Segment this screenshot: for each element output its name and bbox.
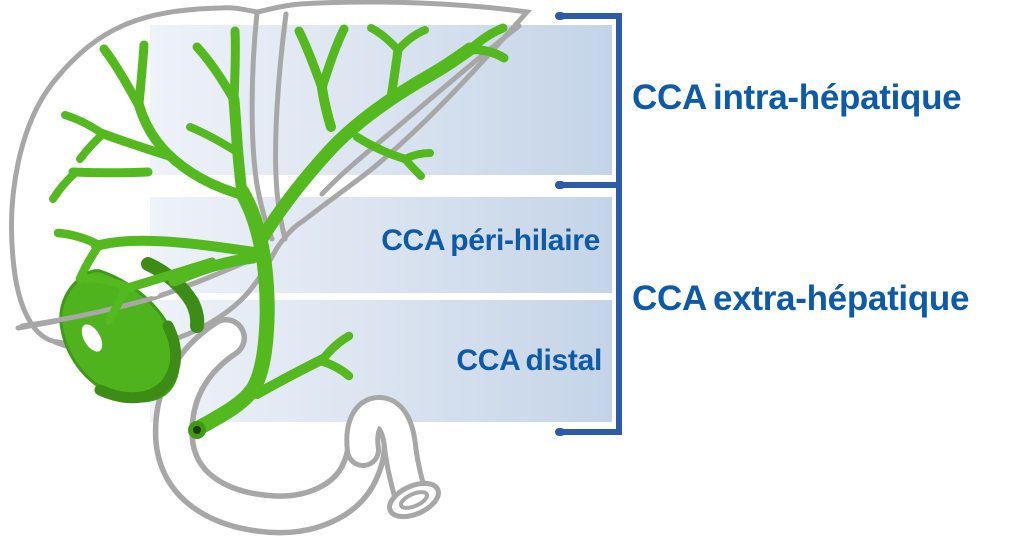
liver-edge-over-gallbladder	[19, 296, 153, 329]
papilla-inner	[193, 426, 201, 434]
bile-duct-branch	[192, 42, 239, 105]
bile-duct-branch	[49, 168, 80, 203]
duodenum-end-lumen	[349, 400, 423, 507]
right-hepatic-duct	[253, 42, 477, 249]
bile-duct-branch	[134, 40, 149, 109]
bracket-intra-hepatic	[555, 12, 622, 189]
bile-duct-branch	[99, 44, 144, 111]
bile-duct-branch	[228, 94, 248, 200]
bile-duct-branch	[75, 240, 104, 284]
liver-ridge-line	[319, 23, 522, 197]
bile-duct-branch	[105, 283, 131, 325]
bile-duct-branch	[119, 257, 217, 294]
bile-duct-branch	[229, 26, 240, 105]
bile-duct-branch	[96, 128, 177, 162]
bile-duct-branch	[76, 130, 107, 163]
label-cca-peri-hilaire: CCA péri-hilaire	[381, 224, 600, 257]
gallbladder	[19, 257, 205, 404]
common-bile-duct	[189, 184, 275, 437]
label-cca-extra-hepatique: CCA extra-hépatique	[632, 279, 970, 318]
bile-duct-branch	[186, 123, 241, 156]
falciform-ligament-line	[249, 10, 275, 242]
bile-duct-branch	[352, 132, 410, 164]
bile-duct-branch	[367, 24, 402, 54]
bile-duct-branch	[465, 45, 509, 63]
duodenum	[152, 317, 441, 536]
bracket-extra-hepatic	[555, 181, 622, 436]
gallbladder-body	[59, 269, 180, 403]
duodenum-opening-inner	[398, 490, 430, 510]
bile-duct-branch	[394, 26, 429, 54]
bile-duct-branch	[401, 155, 425, 180]
papilla	[188, 421, 206, 439]
bile-duct-branch	[318, 331, 354, 364]
label-cca-distal: CCA distal	[456, 344, 602, 377]
bile-duct-branch	[61, 111, 107, 138]
bile-duct-branch	[294, 26, 327, 93]
bile-duct-branch	[317, 24, 349, 93]
gallbladder-highlight	[81, 324, 103, 352]
label-cca-intra-hepatique: CCA intra-hépatique	[632, 78, 962, 117]
bile-duct-branch	[317, 83, 336, 132]
bile-duct-branch	[53, 228, 104, 250]
bile-duct-branch	[316, 356, 354, 381]
bracket-nub	[555, 181, 565, 189]
bracket-nub	[555, 12, 565, 20]
duodenum-loop-lumen	[158, 322, 382, 530]
bile-duct-branch	[91, 235, 259, 257]
biliary-tree	[49, 23, 509, 437]
liver-contour	[9, 0, 532, 352]
falciform-ligament-line	[273, 11, 289, 242]
bracket-nub	[555, 428, 565, 436]
bile-duct-branch	[68, 167, 153, 178]
gallbladder-shadow	[94, 320, 182, 404]
